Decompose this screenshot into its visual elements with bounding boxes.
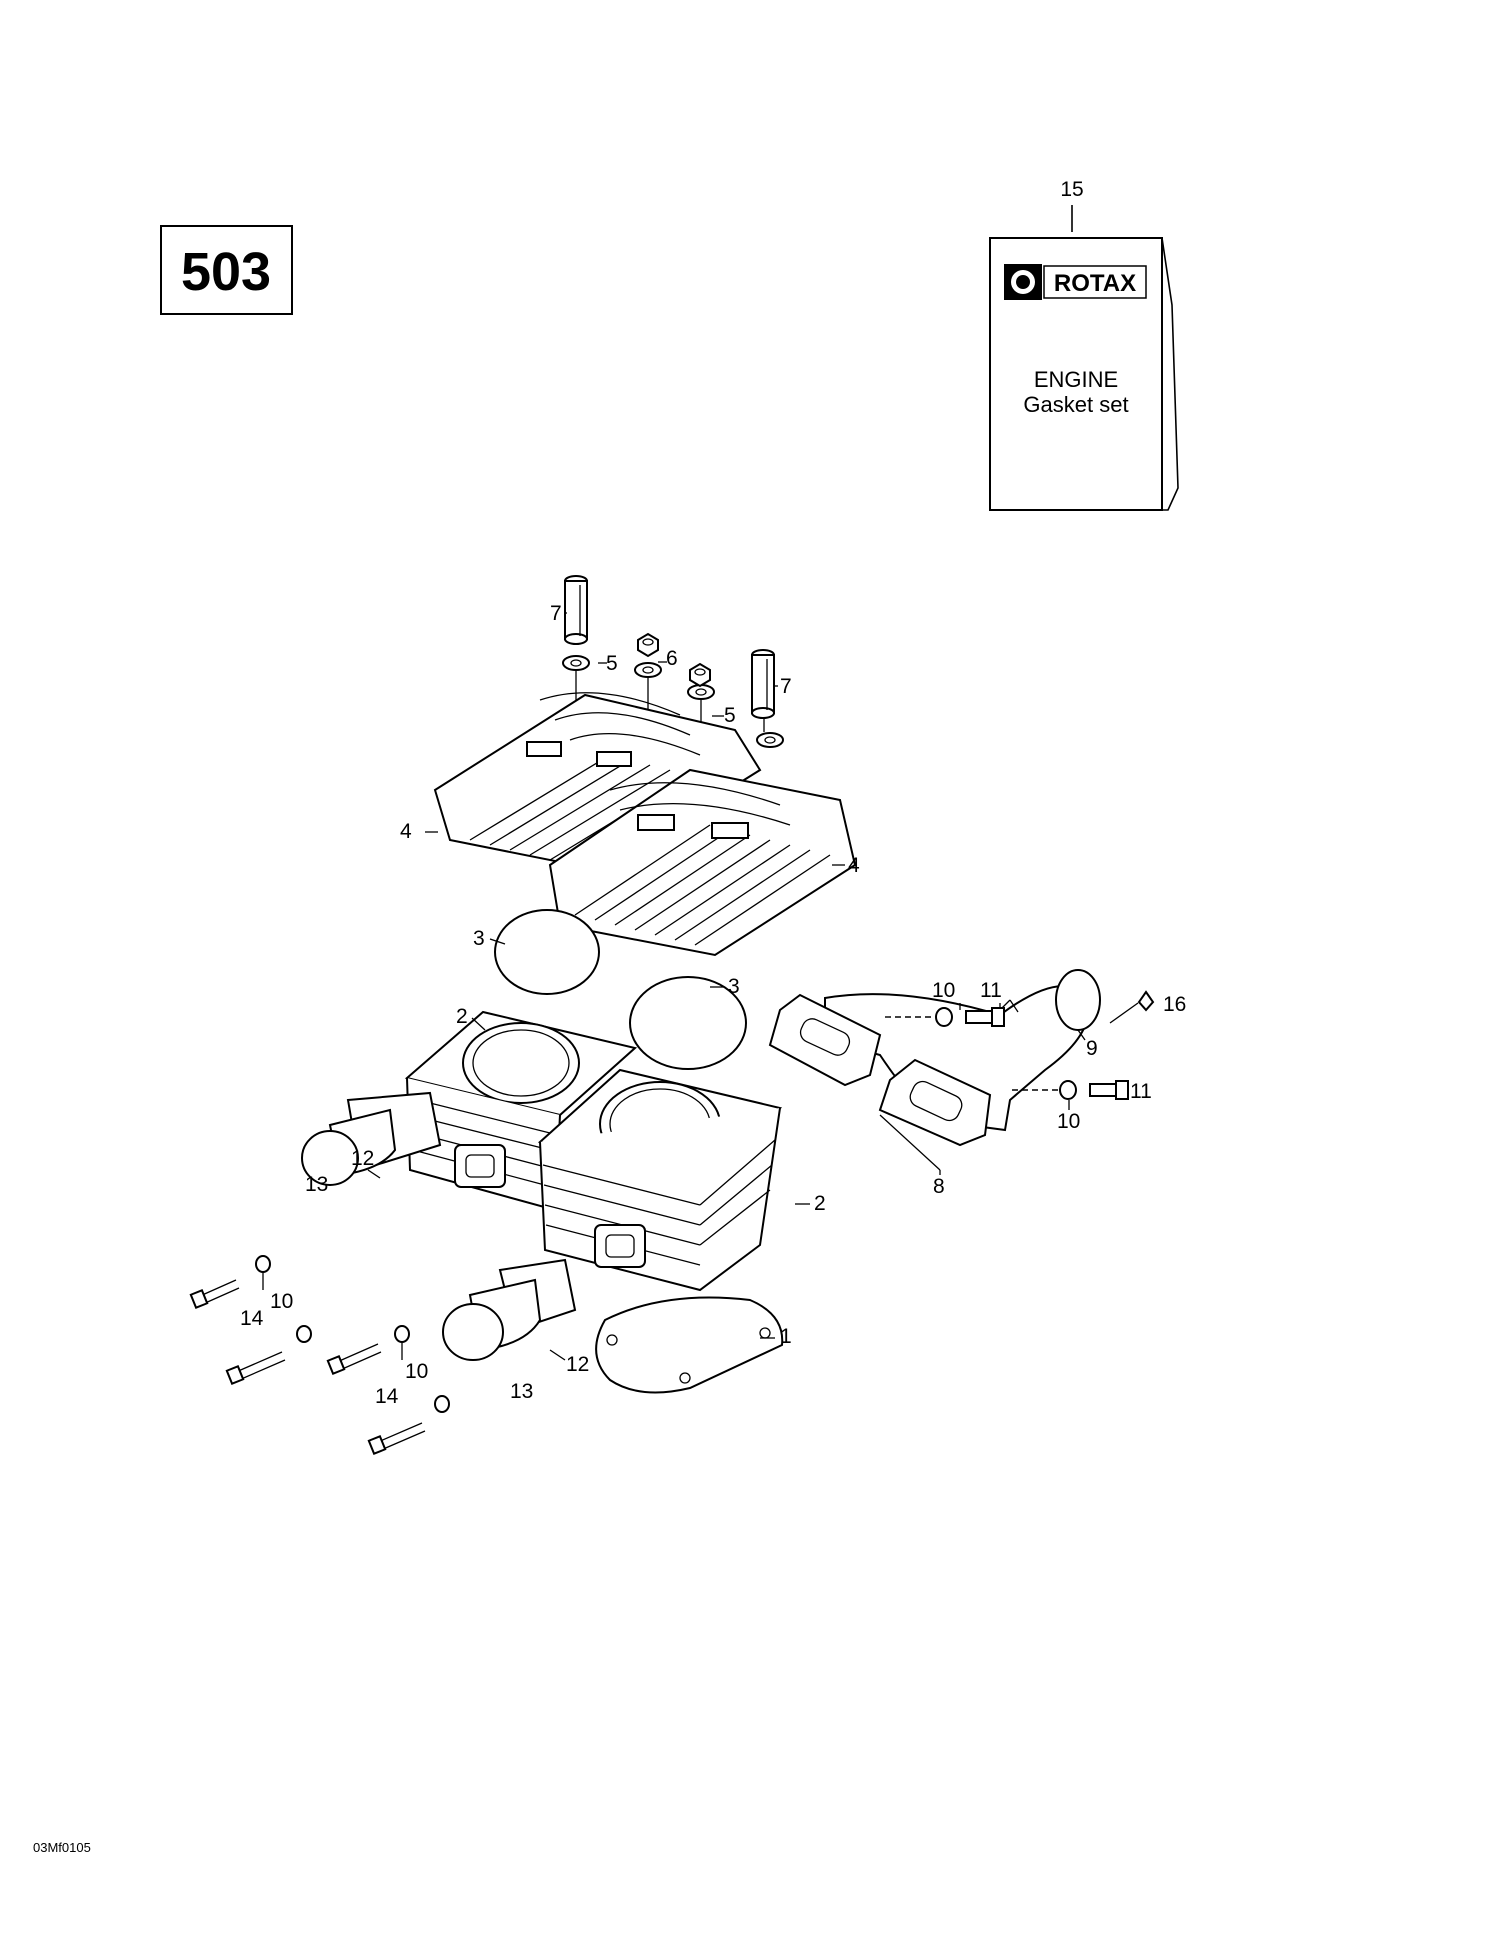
callout-12a: 12 [351,1147,374,1170]
cylinder-rear [404,1010,638,1212]
callouts: 7 5 6 7 5 4 4 3 3 2 2 10 11 16 9 11 10 8… [240,602,1186,1408]
callout-10d: 10 [405,1360,428,1383]
callout-2b: 2 [814,1192,826,1215]
washers-and-nuts [562,632,784,780]
callout-4b: 4 [848,854,860,877]
rotax-brand: ROTAX [1054,270,1136,297]
leader-lines [262,612,1086,1361]
gasket-set-subtitle: Gasket set [1023,392,1128,417]
cylinder-head-rear [433,692,762,872]
drawing-code: 03Mf0105 [33,1840,91,1855]
stud-sleeve-left [564,575,588,645]
callout-6: 6 [666,647,678,670]
exhaust-manifold [824,969,1101,1132]
callout-3a: 3 [473,927,485,950]
callout-13b: 13 [510,1380,533,1403]
engine-model-box: 503 [160,225,293,315]
callout-7a: 7 [550,602,562,625]
callout-1: 1 [780,1325,792,1348]
stud-sleeve-right [751,649,775,719]
intake-socket-rear [301,1091,442,1186]
callout-10c: 10 [270,1290,293,1313]
base-gasket [595,1296,784,1394]
cylinder-front [537,1068,783,1292]
rotax-logo: ROTAX [1004,264,1147,300]
callout-3b: 3 [728,975,740,998]
head-o-rings [494,909,747,1070]
callout-14b: 14 [375,1385,399,1408]
intake-fasteners [189,1255,450,1456]
engine-model-label: 503 [181,242,271,302]
callout-5a: 5 [606,652,618,675]
callout-8: 8 [933,1175,945,1198]
callout-2a: 2 [456,1005,468,1028]
callout-12b: 12 [566,1353,589,1376]
gasket-set-booklet: 15 ROTAX ENGINE Gasket set [989,178,1179,511]
callout-14a: 14 [240,1307,264,1330]
callout-16: 16 [1163,993,1186,1016]
callout-11a: 11 [980,979,1002,1002]
callout-7b: 7 [780,675,792,698]
gasket-set-title: ENGINE [1034,367,1118,392]
callout-11b: 11 [1130,1080,1152,1103]
callout-10b: 10 [1057,1110,1080,1133]
callout-13a: 13 [305,1173,328,1196]
intake-socket-front [442,1258,577,1361]
exhaust-gaskets [768,993,992,1147]
manifold-fasteners [885,990,1155,1100]
callout-5b: 5 [724,704,736,727]
callout-10a: 10 [932,979,955,1002]
callout-9: 9 [1086,1037,1098,1060]
callout-4a: 4 [400,820,412,843]
callout-15: 15 [1060,178,1083,201]
